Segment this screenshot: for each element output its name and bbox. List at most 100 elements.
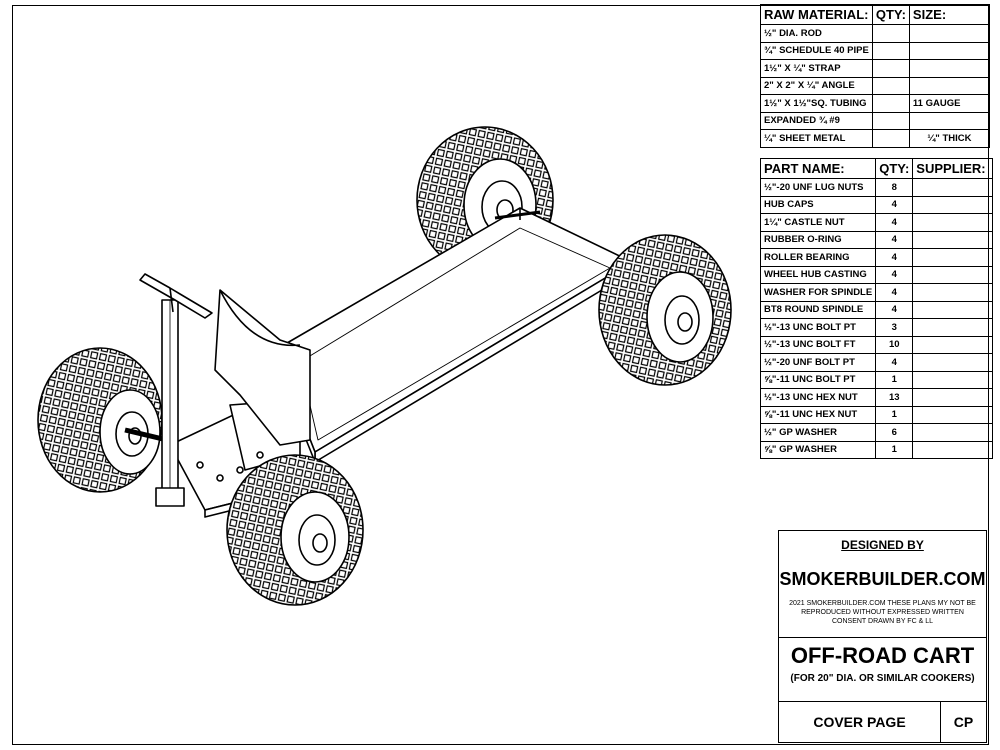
material-qty	[871, 24, 910, 43]
material-size	[908, 41, 990, 60]
parts-table: PART NAME: QTY: SUPPLIER: ½"-20 UNF LUG …	[759, 158, 994, 459]
material-qty	[871, 76, 910, 95]
part-supplier	[912, 195, 994, 214]
material-name: 1½" X ¼" STRAP	[760, 59, 873, 78]
table-row: EXPANDED ¾ #9	[760, 111, 990, 130]
table-header-row: PART NAME: QTY: SUPPLIER:	[759, 158, 994, 179]
part-qty: 1	[875, 370, 914, 389]
part-name: ⅝"-11 UNC HEX NUT	[759, 405, 877, 424]
part-name: ⅝"-11 UNC BOLT PT	[759, 370, 877, 389]
table-row: 1½" X ¼" STRAP	[760, 59, 990, 78]
table-row: ½" DIA. ROD	[760, 24, 990, 43]
part-name: ⅝" GP WASHER	[759, 440, 877, 459]
raw-material-table: RAW MATERIAL: QTY: SIZE: ½" DIA. ROD ¾" …	[760, 4, 990, 148]
part-qty: 4	[875, 213, 914, 232]
tow-handle-grip	[139, 273, 213, 319]
column-header-size: SIZE:	[908, 4, 990, 25]
part-supplier	[912, 353, 994, 372]
part-qty: 4	[875, 265, 914, 284]
project-title: OFF-ROAD CART	[790, 643, 975, 668]
column-header-part-name: PART NAME:	[759, 158, 877, 179]
part-supplier	[912, 283, 994, 302]
part-name: WASHER FOR SPINDLE	[759, 283, 877, 302]
wheel-front-right	[226, 454, 364, 606]
column-header-qty: QTY:	[871, 4, 910, 25]
table-row: 2" X 2" X ¼" ANGLE	[760, 76, 990, 95]
part-name: ½"-13 UNC BOLT PT	[759, 318, 877, 337]
part-name: ½"-13 UNC HEX NUT	[759, 388, 877, 407]
part-qty: 4	[875, 248, 914, 267]
material-qty	[871, 59, 910, 78]
part-supplier	[912, 318, 994, 337]
part-qty: 13	[875, 388, 914, 407]
part-name: RUBBER O-RING	[759, 230, 877, 249]
wheel-front-left	[37, 347, 163, 493]
part-name: ½" GP WASHER	[759, 423, 877, 442]
part-qty: 1	[875, 440, 914, 459]
material-qty	[871, 41, 910, 60]
material-size	[908, 111, 990, 130]
designed-by-label: DESIGNED BY	[841, 538, 924, 552]
material-size: ¼" THICK	[908, 129, 990, 148]
material-name: 2" X 2" X ¼" ANGLE	[760, 76, 873, 95]
material-name: ¼" SHEET METAL	[760, 129, 873, 148]
copyright-note: 2021 SMOKERBUILDER.COM THESE PLANS MY NO…	[789, 600, 976, 625]
material-size: 11 GAUGE	[908, 94, 990, 113]
part-qty: 4	[875, 353, 914, 372]
table-row: ¾" SCHEDULE 40 PIPE	[760, 41, 990, 60]
table-row: 1½" X 1½"SQ. TUBING 11 GAUGE	[760, 94, 990, 113]
cart-bed	[274, 207, 633, 463]
material-name: EXPANDED ¾ #9	[760, 111, 873, 130]
material-size	[908, 59, 990, 78]
part-name: 1¼" CASTLE NUT	[759, 213, 877, 232]
title-divider	[779, 637, 986, 638]
part-qty: 4	[875, 195, 914, 214]
part-qty: 8	[875, 178, 914, 197]
part-name: ROLLER BEARING	[759, 248, 877, 267]
title-block: DESIGNED BY SMOKERBUILDER.COM 2021 SMOKE…	[778, 530, 987, 743]
wheel-back-left	[598, 234, 732, 386]
part-supplier	[912, 440, 994, 459]
material-size	[908, 24, 990, 43]
material-size	[908, 76, 990, 95]
part-name: ½"-20 UNF LUG NUTS	[759, 178, 877, 197]
part-supplier	[912, 213, 994, 232]
part-supplier	[912, 248, 994, 267]
part-qty: 4	[875, 230, 914, 249]
column-header-supplier: SUPPLIER:	[912, 158, 994, 179]
part-supplier	[912, 335, 994, 354]
part-name: BT8 ROUND SPINDLE	[759, 300, 877, 319]
part-name: WHEEL HUB CASTING	[759, 265, 877, 284]
part-supplier	[912, 423, 994, 442]
part-supplier	[912, 230, 994, 249]
part-qty: 4	[875, 300, 914, 319]
part-qty: 10	[875, 335, 914, 354]
part-name: HUB CAPS	[759, 195, 877, 214]
sheet-name: COVER PAGE	[779, 702, 941, 742]
cart-isometric-drawing	[37, 126, 732, 606]
part-supplier	[912, 388, 994, 407]
material-name: ½" DIA. ROD	[760, 24, 873, 43]
material-name: ¾" SCHEDULE 40 PIPE	[760, 41, 873, 60]
sheet-divider	[779, 701, 986, 702]
part-supplier	[912, 405, 994, 424]
project-subtitle: (FOR 20" DIA. OR SIMILAR COOKERS)	[790, 673, 975, 684]
part-name: ½"-13 UNC BOLT FT	[759, 335, 877, 354]
material-name: 1½" X 1½"SQ. TUBING	[760, 94, 873, 113]
sheet-code: CP	[953, 714, 974, 730]
designer-site: SMOKERBUILDER.COM	[779, 569, 986, 589]
